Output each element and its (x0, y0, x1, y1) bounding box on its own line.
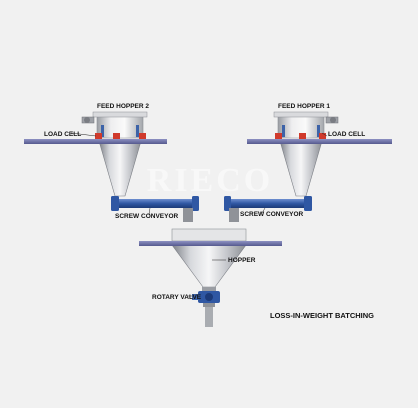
leader-lines (70, 132, 328, 297)
screw-conveyor-right-label: SCREW CONVEYOR (240, 211, 304, 218)
platform-left (24, 139, 167, 144)
load-cell-right-label: LOAD CELL (328, 131, 365, 138)
feed-hopper-1-label: FEED HOPPER 1 (278, 103, 330, 110)
screw-conveyor-left-label: SCREW CONVEYOR (115, 213, 179, 220)
hopper-label: HOPPER (228, 257, 256, 264)
screw-conveyor-right (224, 196, 312, 222)
load-cell-icon (275, 133, 282, 141)
platform-center (139, 241, 282, 246)
load-cells-left (95, 133, 146, 141)
rotary-valve (192, 287, 220, 327)
load-cells-right (275, 133, 326, 141)
load-cell-icon (113, 133, 120, 141)
feed-hopper-2-label: FEED HOPPER 2 (97, 103, 149, 110)
feed-hopper-1-cone (279, 140, 323, 197)
load-cell-left-label: LOAD CELL (44, 131, 81, 138)
load-cell-icon (139, 133, 146, 141)
load-cell-icon (319, 133, 326, 141)
feed-hopper-2 (81, 111, 148, 197)
diagram-caption: LOSS-IN-WEIGHT BATCHING (270, 311, 374, 320)
screw-conveyor-left (111, 196, 199, 222)
feed-hopper-2-cone (98, 140, 142, 197)
load-cell-icon (95, 133, 102, 141)
rotary-valve-label: ROTARY VALVE (152, 294, 202, 301)
watermark: RIECO (147, 162, 273, 199)
platform-right (247, 139, 392, 144)
main-hopper-cone (171, 244, 247, 288)
load-cell-icon (299, 133, 306, 141)
feed-hopper-1 (273, 111, 339, 197)
